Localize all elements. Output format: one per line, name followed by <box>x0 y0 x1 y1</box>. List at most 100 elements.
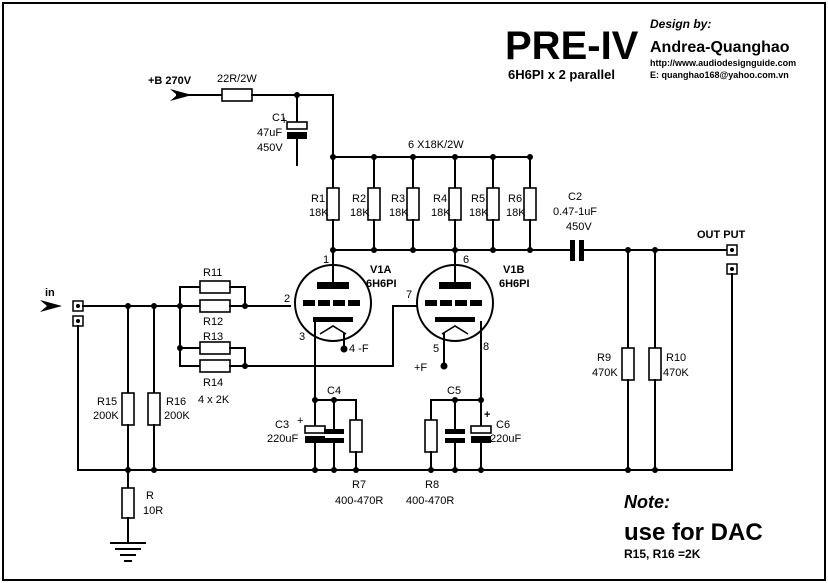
c3-value: 220uF <box>267 433 298 445</box>
note-heading: Note: <box>624 492 670 512</box>
plate-bank-label: 6 X18K/2W <box>408 139 464 151</box>
input-label: in <box>45 287 55 299</box>
r13-resistor <box>199 341 231 355</box>
r15-name: R15 <box>97 396 117 408</box>
r15-resistor <box>121 392 135 426</box>
plate-resistor-1-name: R1 <box>311 193 325 205</box>
plate-resistor-3-value: 18K <box>389 207 409 219</box>
output-label: OUT PUT <box>697 229 746 241</box>
subtitle: 6H6PI x 2 parallel <box>508 67 615 82</box>
plate-resistor-bank: R1 18K R2 18K R3 18K R4 18K R5 18K R6 18K <box>309 154 537 253</box>
v1a-name: V1A <box>370 264 391 276</box>
c1-capacitor: + <box>281 115 308 139</box>
svg-text:+: + <box>297 415 303 427</box>
plate-resistor-6-value: 18K <box>506 207 526 219</box>
plate-resistor-1-value: 18K <box>309 207 329 219</box>
r13-name: R13 <box>203 331 223 343</box>
plate-resistor-4-value: 18K <box>431 207 451 219</box>
r9-value: 470K <box>592 367 618 379</box>
input-arrow-icon <box>40 300 62 312</box>
c6-value: 220uF <box>490 433 521 445</box>
v1a-pin2: 2 <box>284 293 290 305</box>
v1b-pin7: 7 <box>406 289 412 301</box>
r14-resistor <box>199 359 231 373</box>
ground-icon <box>110 542 146 562</box>
svg-text:+: + <box>281 115 287 127</box>
plate-resistor-5-name: R5 <box>471 193 485 205</box>
r16-value: 200K <box>164 410 190 422</box>
r16-resistor <box>147 392 161 426</box>
author-name: Andrea-Quanghao <box>650 39 790 56</box>
plate-resistor-3 <box>406 187 420 221</box>
plate-resistor-2-name: R2 <box>352 193 366 205</box>
r8-value: 400-470R <box>406 495 454 507</box>
supply-resistor-label: 22R/2W <box>217 73 257 85</box>
input-terminal-bottom[interactable] <box>72 315 84 327</box>
c2-value: 0.47-1uF <box>553 206 597 218</box>
r14-name: R14 <box>203 377 223 389</box>
c6-capacitor: + <box>470 409 492 443</box>
r15-value: 200K <box>93 410 119 422</box>
c1-voltage: 450V <box>257 142 283 154</box>
r16-name: R16 <box>166 396 186 408</box>
r7-name: R7 <box>352 479 366 491</box>
r12-name: R12 <box>203 316 223 328</box>
c1-value: 47uF <box>257 127 282 139</box>
c5-name: C5 <box>447 385 461 397</box>
plate-resistor-5-value: 18K <box>469 207 489 219</box>
r10-name: R10 <box>666 352 686 364</box>
r7-value: 400-470R <box>335 495 383 507</box>
c3-name: C3 <box>275 419 289 431</box>
plate-resistor-6-name: R6 <box>508 193 522 205</box>
note-detail: R15, R16 =2K <box>624 547 701 561</box>
note-main: use for DAC <box>624 519 763 546</box>
r-ground-value: 10R <box>143 505 163 517</box>
v1a-pin3: 3 <box>299 331 305 343</box>
v1b-type: 6H6PI <box>499 278 530 290</box>
plate-resistor-3-name: R3 <box>391 193 405 205</box>
v1b-pin6: 6 <box>463 254 469 266</box>
grid-resistors-value: 4 x 2K <box>198 394 230 406</box>
c1-name: C1 <box>272 112 286 124</box>
tube-v1b <box>416 264 494 342</box>
title: PRE-IV <box>505 24 639 68</box>
plate-resistor-6 <box>523 187 537 221</box>
r12-resistor <box>199 299 231 313</box>
v1b-pin5: 5 <box>433 343 439 355</box>
c3-capacitor: + <box>297 415 326 443</box>
website-text: http://www.audiodesignguide.com <box>650 58 796 68</box>
supply-resistor <box>221 88 253 102</box>
plate-resistor-4-name: R4 <box>433 193 447 205</box>
v1b-pin8: 8 <box>483 341 489 353</box>
plate-resistor-5 <box>486 187 500 221</box>
r7-resistor <box>349 419 363 453</box>
c4-name: C4 <box>327 385 341 397</box>
r11-resistor <box>199 280 231 294</box>
c5-capacitor <box>445 429 465 443</box>
input-terminal-top[interactable] <box>72 300 84 312</box>
r10-resistor <box>648 347 662 381</box>
c2-capacitor <box>570 240 584 261</box>
plate-resistor-2 <box>367 187 381 221</box>
r8-resistor <box>424 419 438 453</box>
output-terminal-top[interactable] <box>726 244 738 256</box>
r10-value: 470K <box>663 367 689 379</box>
svg-text:+: + <box>484 409 490 421</box>
v1b-filament: +F <box>414 362 427 374</box>
plate-resistor-4 <box>448 187 462 221</box>
plate-resistor-1 <box>326 187 340 221</box>
output-terminal-bottom[interactable] <box>726 263 738 275</box>
r-ground-name: R <box>146 490 154 502</box>
r11-name: R11 <box>203 267 222 279</box>
v1a-pin4: 4 -F <box>349 343 369 355</box>
c2-voltage: 450V <box>566 221 592 233</box>
c4-capacitor <box>324 429 344 443</box>
email-text: E: quanghao168@yahoo.com.vn <box>650 70 789 80</box>
supply-label: +B 270V <box>148 75 192 87</box>
v1b-name: V1B <box>503 264 524 276</box>
c6-name: C6 <box>496 419 510 431</box>
r-ground-resistor <box>121 487 135 519</box>
design-by-label: Design by: <box>650 17 711 31</box>
plate-resistor-2-value: 18K <box>350 207 370 219</box>
